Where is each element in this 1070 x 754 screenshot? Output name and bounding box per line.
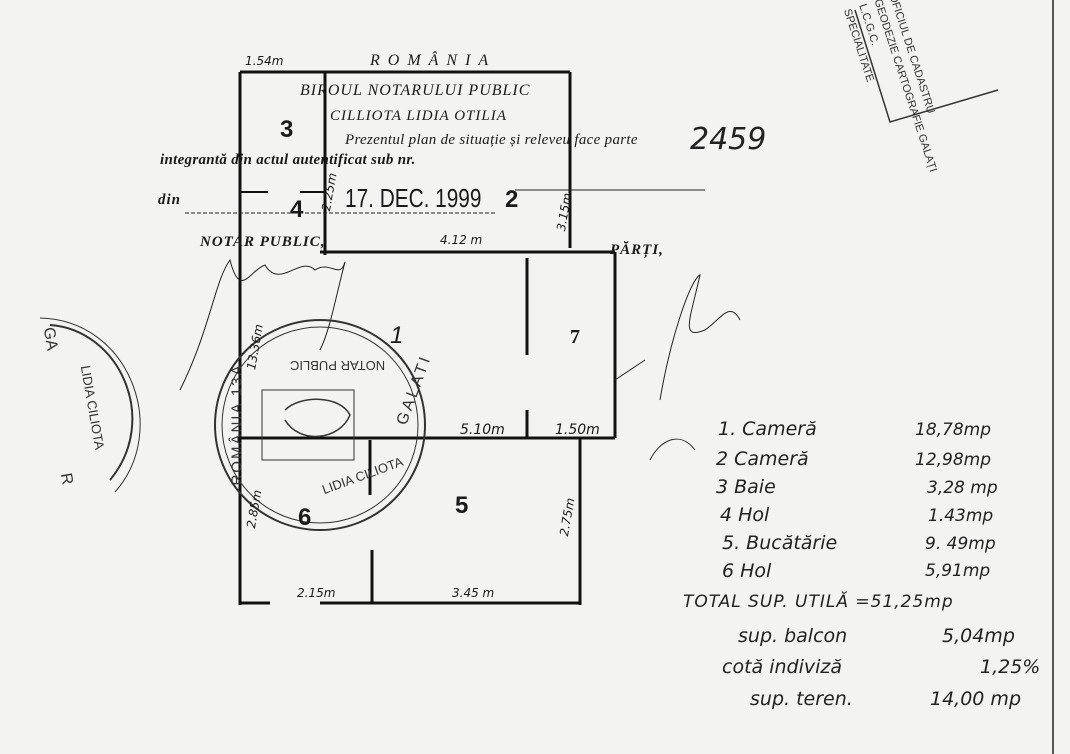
statement-line-2: integrantă din actul autentificat sub nr… [160, 152, 416, 168]
room-5-label: 5 [455, 492, 469, 519]
room-3-label: 3 [280, 116, 294, 143]
legend-area-6: 5,91mp [925, 561, 991, 581]
din-label: din [158, 192, 182, 208]
legend-room-3: 3 Baie [716, 476, 776, 498]
room-4-label: 4 [290, 196, 304, 223]
legend-room-1: 1. Cameră [718, 418, 817, 440]
legend-area-3: 3,28 mp [927, 478, 998, 498]
signature-notary [179, 258, 346, 391]
legend-share-value: 1,25% [980, 656, 1041, 678]
dim-room7: 1.50m [555, 422, 600, 438]
room-2-label: 2 [505, 186, 519, 213]
legend-room-2: 2 Cameră [716, 448, 809, 470]
dim-bottom-left: 2.15m [297, 586, 336, 600]
legend-land-value: 14,00 mp [930, 688, 1022, 710]
legend-balcony-label: sup. balcon [738, 625, 848, 647]
room-1-label: 1 [390, 322, 404, 349]
statement-line-1: Prezentul plan de situație și releveu fa… [345, 132, 638, 148]
dim-mid-width: 4.12 m [440, 233, 483, 247]
stamp-ring-text: ROMÂNIA 13A [228, 363, 246, 486]
room-7-label: 7 [570, 326, 580, 348]
legend-area-1: 18,78mp [915, 420, 992, 440]
legend-land-label: sup. teren. [750, 688, 853, 710]
legend-area-5: 9. 49mp [925, 534, 996, 554]
legend-room-6: 6 Hol [722, 560, 772, 582]
dim-bottom-right: 3.45 m [452, 586, 495, 600]
notary-label: NOTAR PUBLIC, [200, 234, 326, 250]
cadastre-stamp [854, 9, 999, 123]
dim-top: 1.54m [245, 54, 284, 68]
dim-inner: 5.10m [460, 422, 505, 438]
room-6-label: 6 [298, 504, 312, 531]
legend-area-2: 12,98mp [915, 450, 992, 470]
legend-room-5: 5. Bucătărie [722, 532, 838, 554]
country-heading: ROMÂNIA [370, 52, 497, 69]
round-stamp [214, 319, 426, 531]
date-stamp: 17. DEC. 1999 [345, 183, 482, 213]
legend-share-label: cotă indiviză [722, 656, 843, 678]
legend-balcony-value: 5,04mp [942, 625, 1015, 647]
signature-party [614, 274, 741, 461]
parties-label: PĂRȚI, [610, 242, 664, 258]
left-stamp-city: GA [39, 326, 61, 352]
page-edge [1052, 0, 1054, 754]
legend-room-4: 4 Hol [720, 504, 770, 526]
act-number: 2459 [690, 122, 767, 157]
office-heading: BIROUL NOTARULUI PUBLIC [300, 82, 531, 99]
legend-total: TOTAL SUP. UTILĂ =51,25mp [683, 592, 954, 612]
stamp-center-text: NOTAR PUBLIC [290, 358, 386, 373]
left-partial-stamp [39, 317, 141, 493]
legend-area-4: 1.43mp [928, 506, 994, 526]
notary-name: CILLIOTA LIDIA OTILIA [330, 108, 507, 124]
